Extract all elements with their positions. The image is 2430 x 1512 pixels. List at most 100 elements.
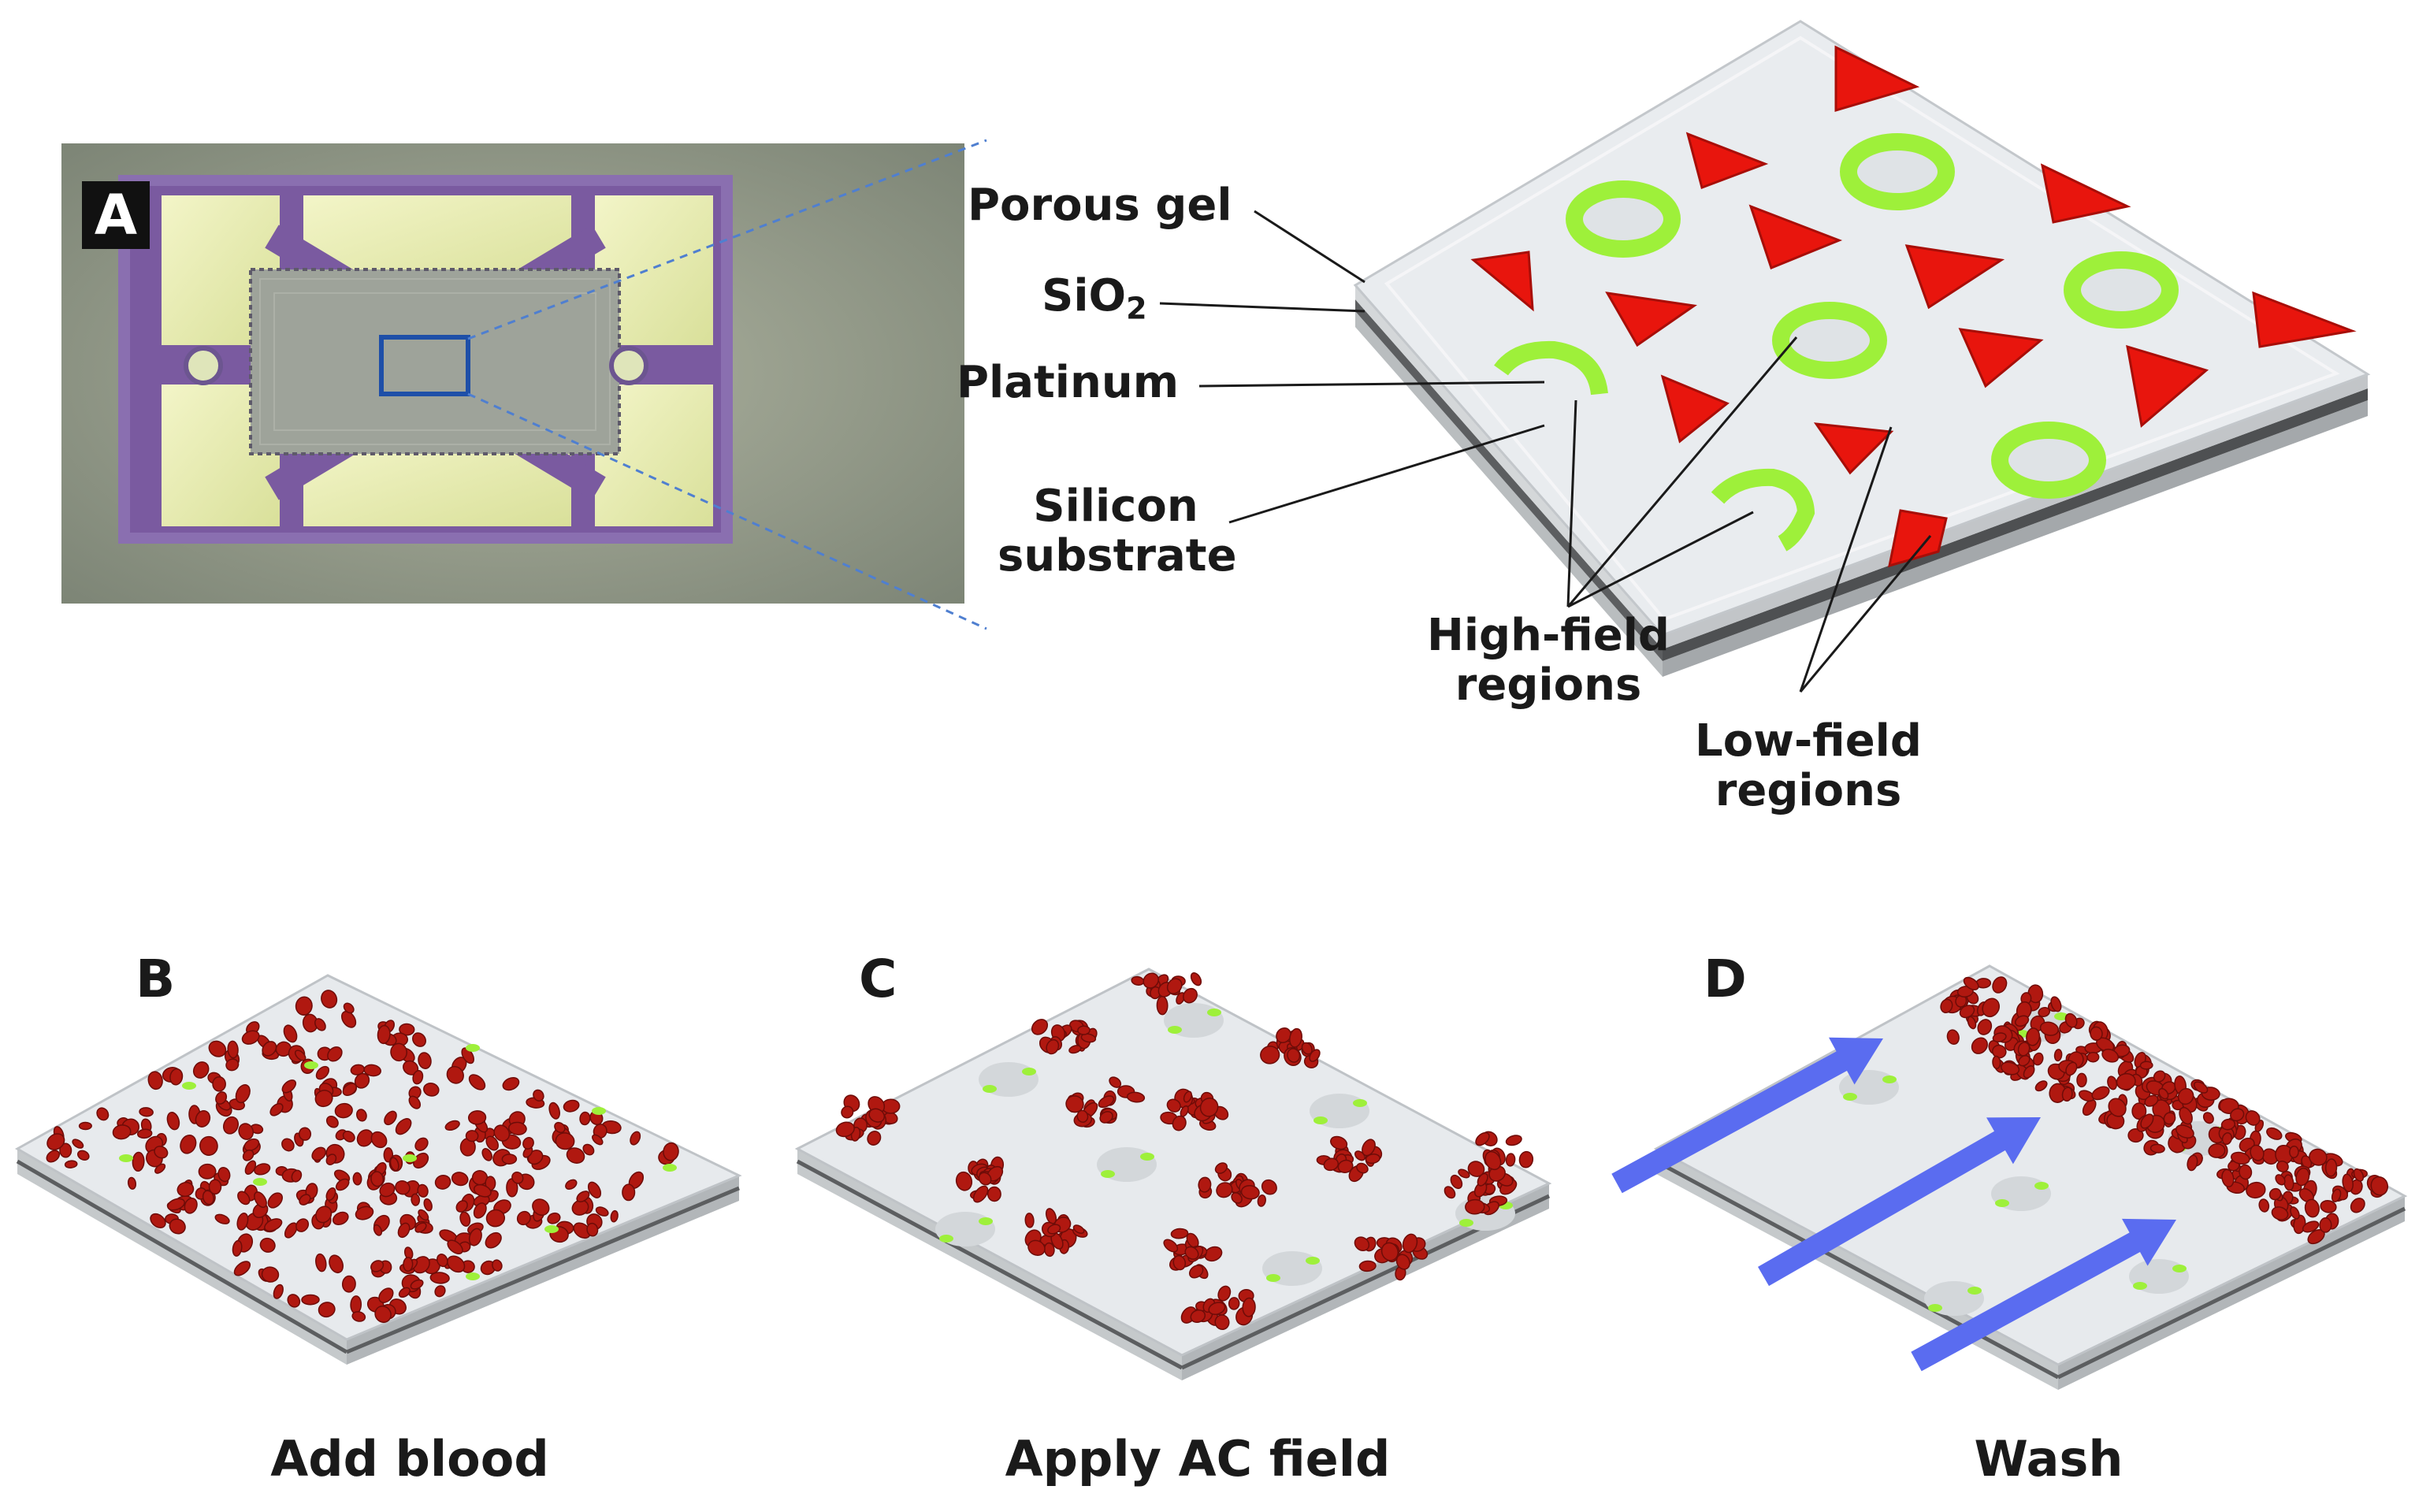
blood-cell: [1143, 972, 1159, 989]
blood-cell: [329, 1254, 344, 1274]
blood-cell: [378, 1287, 394, 1303]
electrode-marker: [1353, 1099, 1367, 1107]
blood-cell: [295, 996, 313, 1016]
low-field-triangle: [1748, 204, 1843, 269]
blood-cell: [986, 1186, 1001, 1202]
blood-cell: [275, 1041, 292, 1057]
low-field-triangles: [1470, 45, 2357, 568]
chip-photo: [61, 143, 964, 604]
blood-cell: [1940, 998, 1953, 1013]
blood-cell: [2153, 1070, 2166, 1083]
blood-cell: [473, 1202, 487, 1219]
blood-cell: [59, 1142, 72, 1158]
blood-cells: [46, 990, 679, 1323]
high-field-ring-partial: [1711, 468, 1815, 552]
blood-cell: [76, 1150, 90, 1161]
blood-cell: [835, 1121, 855, 1138]
blood-cell: [1126, 1091, 1146, 1103]
blood-cell: [242, 1149, 255, 1161]
blood-cell: [1183, 987, 1198, 1004]
blood-cell: [112, 1124, 132, 1140]
blood-cell: [377, 1024, 391, 1045]
blood-cell: [1190, 1310, 1206, 1323]
blood-cell: [2266, 1127, 2283, 1140]
blood-cell: [241, 1030, 260, 1045]
blood-cell: [325, 1187, 336, 1202]
blood-cell: [554, 1121, 566, 1134]
blood-cell: [389, 1157, 399, 1172]
electrode-marker: [1967, 1287, 1982, 1295]
blood-cell: [1467, 1161, 1485, 1177]
blood-cell: [2090, 1026, 2103, 1041]
electrode-marker: [304, 1061, 318, 1069]
blood-cell: [399, 1023, 415, 1036]
blood-cell: [418, 1209, 429, 1221]
blood-cell: [1027, 1239, 1046, 1257]
blood-cell: [350, 1064, 365, 1075]
blood-cell: [281, 1079, 297, 1094]
blood-cell: [1992, 1032, 2007, 1042]
blood-cell: [414, 1137, 429, 1151]
blood-cell: [139, 1107, 154, 1117]
zoom-lines: [467, 139, 987, 630]
blood-cell: [208, 1040, 227, 1057]
blood-cell: [502, 1076, 520, 1091]
high-field-ring-partial: [1494, 340, 1608, 396]
blood-cell: [166, 1112, 180, 1131]
electrode-marker: [253, 1178, 267, 1186]
electrode-marker: [663, 1164, 677, 1172]
contact-circle: [184, 346, 223, 385]
blood-cell: [311, 1146, 327, 1161]
blood-cell: [451, 1172, 469, 1187]
blood-cell: [2221, 1132, 2232, 1146]
blood-cell: [212, 1075, 226, 1092]
electrode-array: [249, 268, 621, 455]
blood-cell: [1166, 1098, 1181, 1113]
blood-cell: [1287, 1048, 1301, 1063]
blood-cell: [267, 1192, 283, 1209]
blood-cell: [2158, 1087, 2169, 1100]
blood-cell: [397, 1222, 411, 1239]
blood-cell: [1477, 1172, 1488, 1187]
blood-cell: [2245, 1110, 2261, 1126]
blood-cell: [2275, 1174, 2286, 1186]
blood-cell: [96, 1107, 110, 1121]
blood-cell: [1330, 1135, 1348, 1150]
blood-cell: [2221, 1168, 2235, 1188]
blood-cell: [1099, 1111, 1113, 1124]
blood-cell-clusters: [835, 972, 1534, 1331]
blood-cell: [423, 1083, 440, 1097]
blood-cell: [1992, 976, 2008, 994]
blood-cell: [2050, 996, 2062, 1012]
low-field-triangle: [1685, 132, 1769, 189]
blood-cell: [2271, 1206, 2289, 1220]
blood-cell: [565, 1179, 578, 1191]
electrode-marker: [182, 1082, 196, 1090]
blood-cell: [1484, 1150, 1502, 1171]
blood-cell: [418, 1052, 432, 1069]
blood-cell: [532, 1198, 550, 1216]
blood-cell: [180, 1134, 197, 1154]
blood-cell: [1190, 972, 1202, 986]
electrode-marker: [2034, 1182, 2049, 1190]
blood-cell: [343, 1002, 355, 1014]
wash-arrow: [1758, 1117, 2041, 1287]
blood-cell: [1971, 1037, 1988, 1054]
blood-cell: [2038, 1006, 2051, 1018]
blood-cell: [2220, 1118, 2235, 1131]
blood-cell: [315, 1253, 327, 1272]
blood-cell: [592, 1134, 604, 1146]
blood-cell: [2053, 1049, 2063, 1062]
electrode-marker: [119, 1154, 133, 1162]
blood-cell: [237, 1191, 251, 1206]
low-field-triangle: [1605, 292, 1697, 347]
blood-cell: [507, 1121, 527, 1135]
blood-cell: [1228, 1297, 1240, 1310]
blood-cell: [341, 1010, 357, 1028]
blood-cell: [154, 1146, 169, 1159]
blood-cell: [972, 1185, 989, 1203]
blood-cell: [395, 1118, 412, 1135]
blood-cell: [2091, 1086, 2110, 1101]
blood-cell: [2324, 1158, 2338, 1177]
blood-cell: [2039, 1021, 2059, 1036]
